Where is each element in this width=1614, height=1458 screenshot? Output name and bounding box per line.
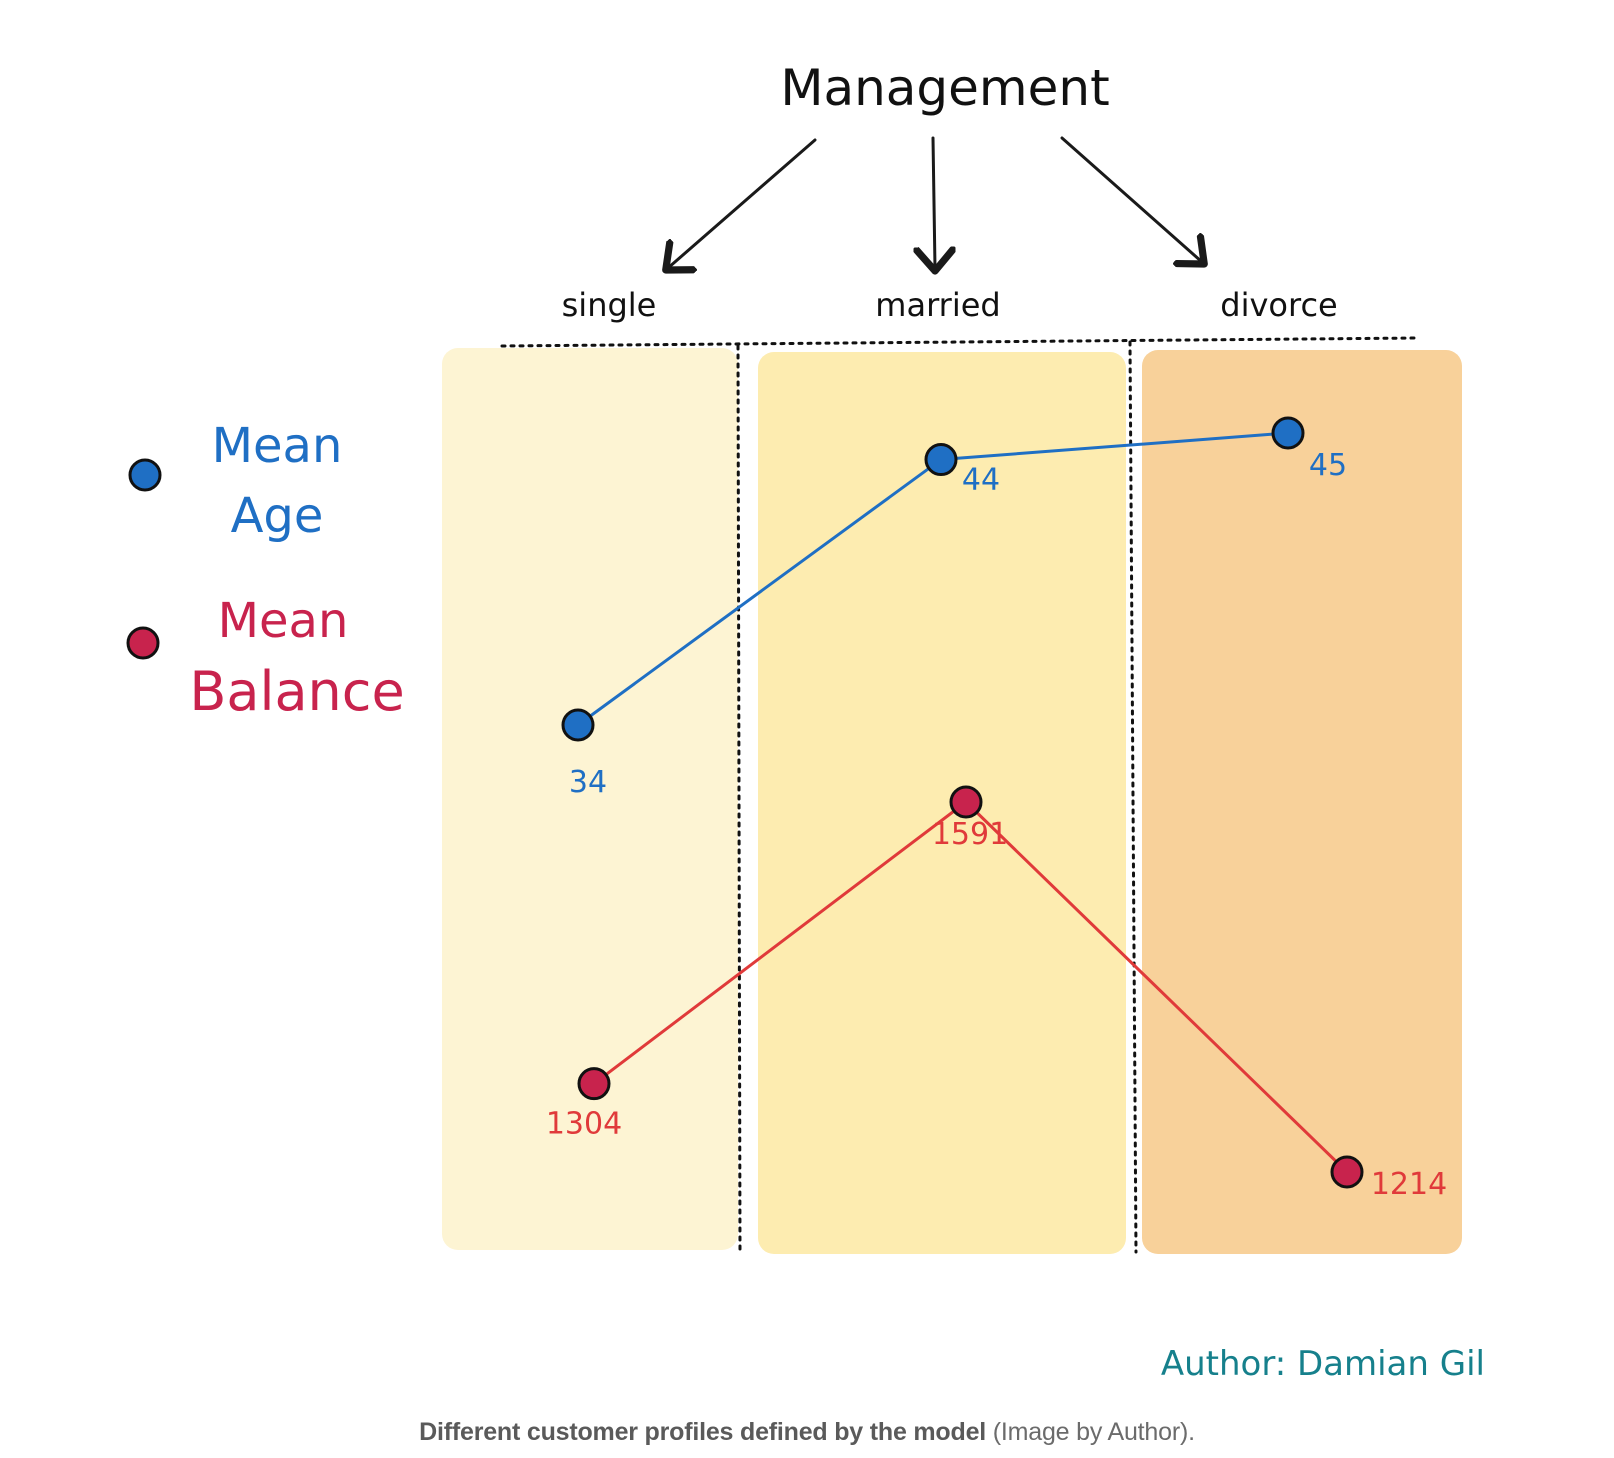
category-label-divorce: divorce <box>1220 286 1337 324</box>
age-data-label-single: 34 <box>569 765 607 800</box>
panel-single <box>442 348 738 1250</box>
legend-label-age-line2: Age <box>231 488 324 544</box>
balance-data-label-divorce: 1214 <box>1371 1167 1447 1202</box>
diagram-root-label: Management <box>780 59 1109 117</box>
caption-rest: (Image by Author). <box>986 1418 1195 1446</box>
legend: Mean Age Mean Balance <box>126 418 405 723</box>
figure-caption: Different customer profiles defined by t… <box>0 1418 1614 1447</box>
author-credit: Author: Damian Gil <box>1161 1344 1485 1384</box>
balance-data-label-single: 1304 <box>546 1107 622 1142</box>
profiles-figure: Management single married divorce Mean A… <box>126 59 1485 1384</box>
separator-single-married <box>736 344 742 1252</box>
separator-married-divorce <box>1128 340 1138 1254</box>
category-label-married: married <box>875 286 1000 324</box>
arrow-to-divorce <box>1060 136 1202 262</box>
balance-data-label-married: 1591 <box>932 817 1008 852</box>
series-mean-balance: 1304 1591 1214 <box>546 785 1447 1202</box>
legend-label-age-line1: Mean <box>212 418 343 474</box>
panel-divorce <box>1142 350 1462 1254</box>
age-point-divorce <box>1271 416 1305 450</box>
caption-bold: Different customer profiles defined by t… <box>419 1418 987 1446</box>
age-data-label-married: 44 <box>962 463 1000 498</box>
separator-top <box>500 336 1420 348</box>
arrow-to-single <box>668 138 817 268</box>
balance-point-married <box>949 785 983 819</box>
balance-point-divorce <box>1330 1155 1364 1189</box>
diagram-arrows <box>668 136 1202 268</box>
category-labels: single married divorce <box>562 286 1338 324</box>
age-data-label-divorce: 45 <box>1309 448 1347 483</box>
age-point-married <box>924 443 958 477</box>
series-mean-age: 34 44 45 <box>561 416 1347 800</box>
panel-married <box>758 352 1126 1254</box>
balance-point-single <box>577 1067 611 1101</box>
legend-label-balance-line2: Balance <box>189 660 404 723</box>
arrow-to-married <box>933 136 935 268</box>
category-panels <box>442 348 1462 1254</box>
legend-label-balance-line1: Mean <box>218 593 349 649</box>
legend-marker-age <box>128 458 162 492</box>
dotted-separators <box>500 336 1420 1254</box>
age-point-single <box>561 708 595 742</box>
legend-marker-balance <box>126 626 160 660</box>
category-label-single: single <box>562 286 657 324</box>
